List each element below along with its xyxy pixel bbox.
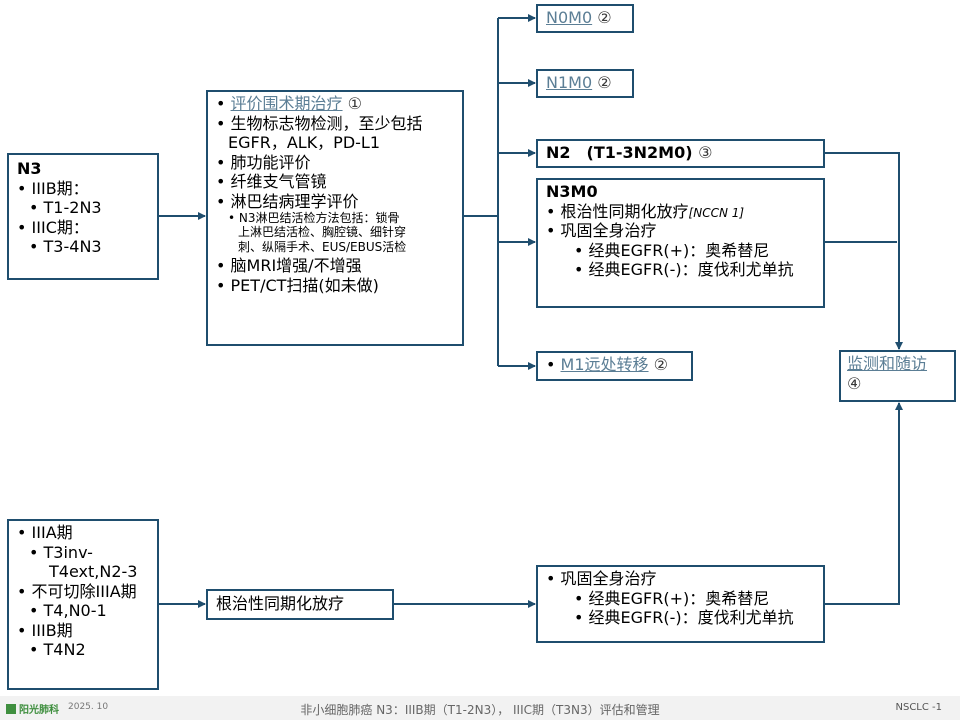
- n3m0-egfr-positive: 经典EGFR(+)：奥希替尼: [588, 240, 770, 260]
- iiib-stage: T4N2: [43, 640, 86, 660]
- n3m0-consolidation: 巩固全身治疗: [560, 221, 657, 241]
- lung-function-eval: 肺功能评价: [230, 152, 311, 172]
- definitive-crt-label: 根治性同期化放疗: [216, 594, 345, 613]
- unresectable-iiia-stage: T4,N0-1: [43, 601, 107, 621]
- consolidation-box: • 巩固全身治疗 • 经典EGFR(+)：奥希替尼 • 经典EGFR(-)：度伐…: [536, 565, 825, 643]
- n1m0-link[interactable]: N1M0: [546, 73, 593, 92]
- footer-bar: 阳光肺科 2025. 10 非小细胞肺癌 N3：IIIB期（T1-2N3）， I…: [0, 696, 960, 720]
- n3-stage-box: N3 • IIIB期： • T1-2N3 • IIIC期： • T3-4N3: [7, 153, 159, 280]
- note-mark-2a: ②: [597, 8, 612, 27]
- m1-metastasis-link[interactable]: M1远处转移: [560, 355, 649, 374]
- n3m0-box: N3M0 • 根治性同期化放疗[NCCN 1] • 巩固全身治疗 • 经典EGF…: [536, 178, 825, 308]
- footer-title: 非小细胞肺癌 N3：IIIB期（T1-2N3）， IIIC期（T3N3）评估和管…: [300, 703, 660, 717]
- arrow-n2-to-monitor: [824, 152, 903, 350]
- pet-ct-scan: PET/CT扫描(如未做): [230, 275, 379, 295]
- nccn-ref: [NCCN 1]: [688, 205, 745, 220]
- note-mark-4: ④: [847, 373, 862, 393]
- monitoring-box: 监测和随访 ④: [839, 350, 956, 402]
- consolidation-label: 巩固全身治疗: [560, 569, 657, 588]
- footer-code: NSCLC -1: [895, 702, 942, 713]
- n3m0-title: N3M0: [546, 182, 598, 201]
- monitoring-followup-link[interactable]: 监测和随访: [847, 354, 928, 373]
- n3-iiic-stage: T3-4N3: [43, 237, 102, 257]
- iiib-label: IIIB期: [31, 620, 73, 640]
- definitive-crt-box: 根治性同期化放疗: [206, 589, 394, 620]
- iiia-label: IIIA期: [31, 523, 73, 542]
- iiia-stage-line1: T3inv-: [43, 542, 93, 562]
- lymph-biopsy-methods-line3: 刺、纵隔手术、EUS/EBUS活检: [238, 239, 407, 254]
- n2-label: N2 (T1-3N2M0): [546, 143, 693, 162]
- unresectable-iiia-label: 不可切除IIIA期: [31, 581, 137, 601]
- n3-iiib-label: IIIB期：: [31, 178, 89, 198]
- iiia-stage-line2: T4ext,N2-3: [49, 562, 138, 582]
- note-mark-3: ③: [698, 143, 713, 162]
- n0m0-link[interactable]: N0M0: [546, 8, 593, 27]
- evaluation-box: • 评价围术期治疗 ① • 生物标志物检测，至少包括 EGFR，ALK，PD-L…: [206, 90, 464, 346]
- n3-iiic-label: IIIC期：: [31, 217, 89, 237]
- n3m0-crt: 根治性同期化放疗: [560, 201, 689, 221]
- n3-title: N3: [17, 159, 42, 178]
- footer-date: 2025. 10: [68, 702, 109, 712]
- m1-box: • M1远处转移 ②: [536, 351, 693, 381]
- biomarker-test-line2: EGFR，ALK，PD-L1: [228, 133, 381, 153]
- n3-iiib-stage: T1-2N3: [43, 198, 102, 218]
- note-mark-1: ①: [347, 94, 362, 113]
- n0m0-box: N0M0 ②: [536, 4, 634, 33]
- n2-box: N2 (T1-3N2M0) ③: [536, 139, 825, 168]
- biomarker-test-line1: 生物标志物检测，至少包括: [230, 113, 423, 133]
- note-mark-2c: ②: [653, 355, 668, 374]
- arrow-consol-to-monitor: [824, 402, 903, 605]
- n1m0-box: N1M0 ②: [536, 69, 634, 98]
- logo-icon: [6, 704, 16, 714]
- n3m0-egfr-negative: 经典EGFR(-)：度伐利尤单抗: [588, 260, 794, 280]
- lymph-biopsy-methods-line1: N3淋巴结活检方法包括：锁骨: [238, 211, 400, 226]
- brain-mri: 脑MRI增强/不增强: [230, 256, 362, 276]
- brand-logo: 阳光肺科: [6, 701, 59, 716]
- bronchoscopy: 纤维支气管镜: [230, 172, 327, 192]
- lymph-biopsy-methods-line2: 上淋巴结活检、胸腔镜、细针穿: [238, 225, 407, 240]
- consol-egfr-negative: 经典EGFR(-)：度伐利尤单抗: [588, 608, 794, 628]
- brand-name: 阳光肺科: [19, 705, 59, 716]
- consol-egfr-positive: 经典EGFR(+)：奥希替尼: [588, 588, 770, 608]
- iiia-stage-box: • IIIA期 • T3inv- T4ext,N2-3 • 不可切除IIIA期 …: [7, 519, 159, 690]
- perioperative-eval-link[interactable]: 评价围术期治疗: [230, 94, 343, 113]
- note-mark-2b: ②: [597, 73, 612, 92]
- lymph-node-pathology: 淋巴结病理学评价: [230, 191, 359, 211]
